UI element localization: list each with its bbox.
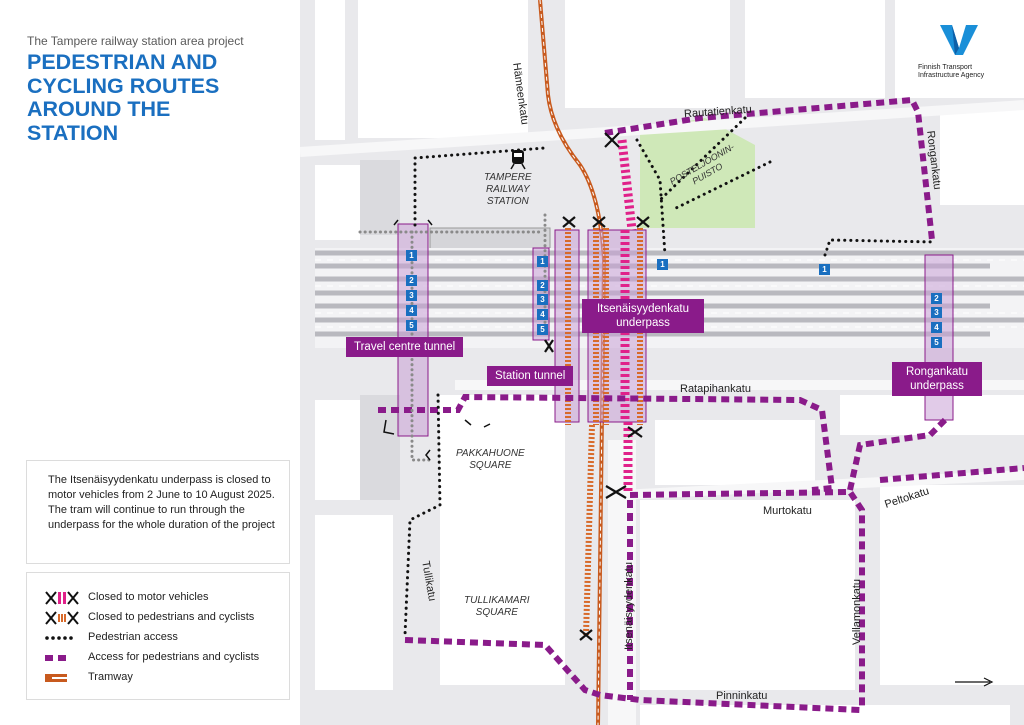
project-subtitle: The Tampere railway station area project	[27, 34, 244, 48]
place-label-tullikamari: TULLIKAMARI SQUARE	[464, 595, 530, 618]
city-blocks	[315, 0, 1024, 725]
platform-number: 5	[537, 324, 548, 335]
closed-ped-route	[565, 228, 643, 636]
tramway-icon	[45, 674, 67, 682]
place-label-pakkahuone: PAKKAHUONE SQUARE	[456, 448, 525, 471]
fta-v-logo-icon	[940, 25, 978, 55]
info-box: The Itsenäisyydenkatu underpass is close…	[26, 460, 290, 564]
tag-itsenaisyydenkatu-underpass: Itsenäisyydenkatu underpass	[582, 299, 704, 333]
platform-number: 2	[537, 280, 548, 291]
page-title: PEDESTRIAN AND CYCLING ROUTES AROUND THE…	[27, 50, 220, 145]
tag-station-tunnel: Station tunnel	[487, 366, 574, 386]
legend-item-closed-motor: Closed to motor vehicles	[44, 589, 284, 607]
ped-cycle-routes	[378, 96, 1024, 713]
ped-cycle-dashes-icon	[45, 655, 66, 661]
platform-number: 1	[537, 256, 548, 267]
platform-number: 5	[931, 337, 942, 348]
tram-icon	[510, 150, 526, 170]
legend-item-pedestrian: Pedestrian access	[44, 629, 284, 647]
street-label-ratapihankatu: Ratapihankatu	[680, 383, 751, 395]
platform-number: 4	[931, 322, 942, 333]
north-arrow-icon	[955, 677, 994, 687]
platform-number: 5	[406, 320, 417, 331]
platform-number: 3	[406, 290, 417, 301]
closure-marks	[544, 132, 650, 641]
legend: Closed to motor vehicles Closed to pedes…	[26, 572, 290, 700]
tag-rongankatu-underpass: Rongankatu underpass	[892, 362, 982, 396]
legend-item-ped-cycle: Access for pedestrians and cyclists	[44, 649, 284, 667]
street-label-murtokatu: Murtokatu	[763, 505, 812, 517]
platform-number: 4	[406, 305, 417, 316]
logo-text: Finnish Transport Infrastructure Agency	[918, 64, 985, 79]
info-text: The Itsenäisyydenkatu underpass is close…	[48, 474, 275, 531]
platform-number: 4	[537, 309, 548, 320]
platform-number: 2	[406, 275, 417, 286]
platform-number: 1	[406, 250, 417, 261]
street-label-itsenaisyydenkatu: Itsenäisyydenkatu	[623, 561, 635, 650]
pedestrian-routes	[403, 116, 937, 637]
legend-item-tramway: Tramway	[44, 669, 284, 687]
pedestrian-dots-icon	[45, 636, 73, 640]
tag-travel-centre-tunnel: Travel centre tunnel	[346, 337, 464, 357]
legend-item-closed-ped: Closed to pedestrians and cyclists	[44, 609, 284, 627]
platform-number: 2	[931, 293, 942, 304]
place-label-station: TAMPERE RAILWAY STATION	[484, 172, 532, 207]
street-label-pinninkatu: Pinninkatu	[716, 690, 768, 702]
closed-motor-icon	[45, 591, 79, 605]
platform-number: 1	[657, 259, 668, 270]
platform-number: 3	[537, 294, 548, 305]
platform-number: 1	[819, 264, 830, 275]
street-label-vellamonkatu: Vellamonkatu	[851, 578, 863, 645]
postelioonin-park	[640, 118, 755, 228]
closed-ped-icon	[45, 611, 79, 625]
platform-number: 3	[931, 307, 942, 318]
left-panel: The Tampere railway station area project…	[0, 0, 300, 725]
